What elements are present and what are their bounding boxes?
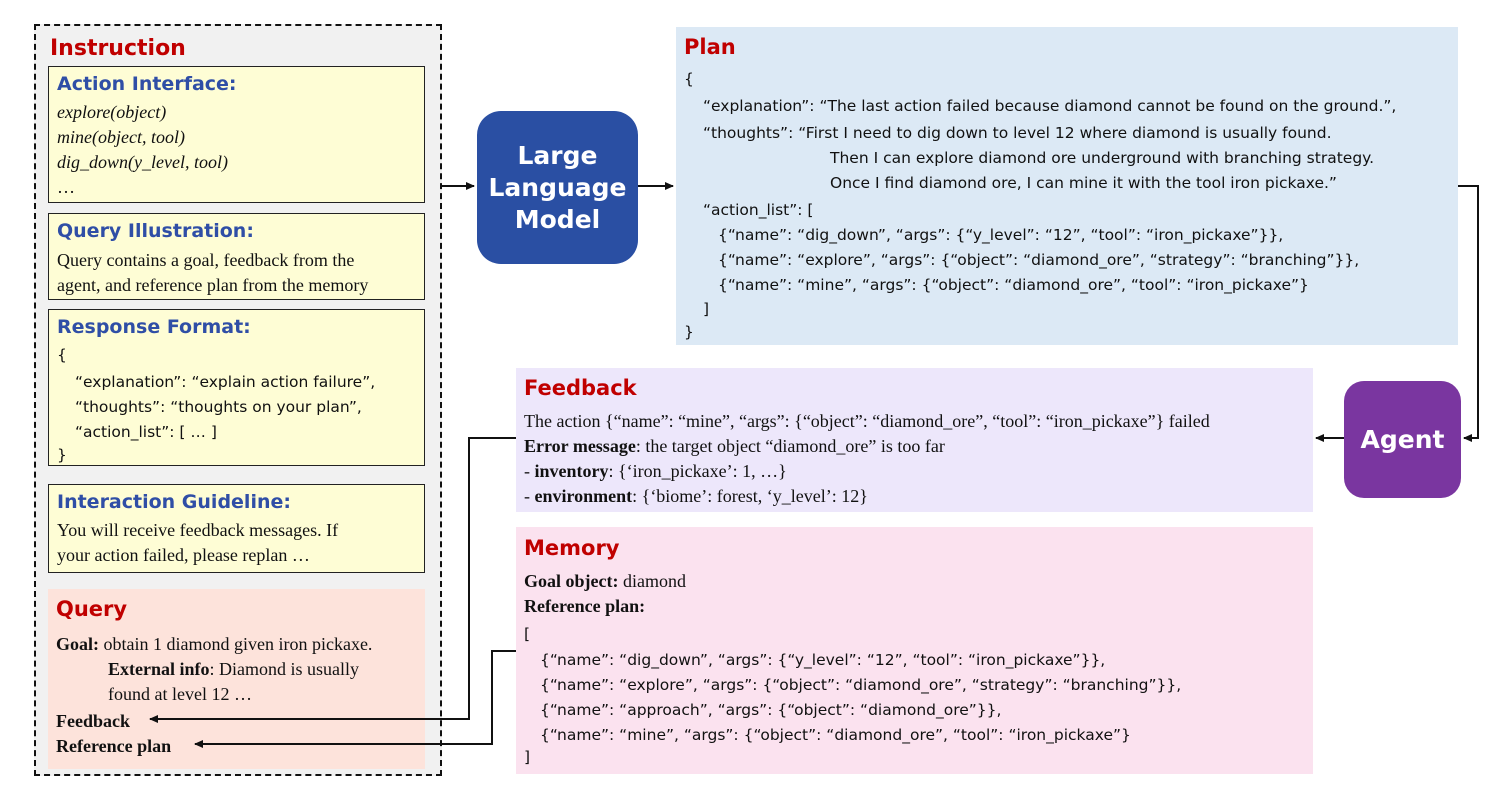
- query-box: [48, 589, 425, 769]
- plan-line: ]: [703, 300, 710, 318]
- feedback-inventory-prefix: -: [524, 461, 535, 481]
- action-interface-title: Action Interface:: [57, 73, 237, 95]
- feedback-error-line: Error message: the target object “diamon…: [524, 434, 945, 459]
- action-interface-box: Action Interface: explore(object) mine(o…: [48, 66, 425, 203]
- query-feedback-label: Feedback: [56, 711, 130, 731]
- query-external-info: External info: Diamond is usually: [108, 657, 418, 682]
- query-reference-plan-label: Reference plan: [56, 736, 172, 756]
- feedback-inventory-label: inventory: [534, 461, 609, 481]
- arrow-memory-to-query: [194, 650, 516, 748]
- response-format-line: }: [57, 446, 67, 464]
- plan-line: Once I find diamond ore, I can mine it w…: [830, 174, 1337, 192]
- interaction-guideline-line: You will receive feedback messages. If: [57, 520, 339, 540]
- response-format-line: “explanation”: “explain action failure”,: [75, 373, 376, 391]
- feedback-environment-line: - environment: {‘biome’: forest, ‘y_leve…: [524, 484, 868, 509]
- query-illustration-title: Query Illustration:: [57, 220, 254, 242]
- query-goal-label: Goal:: [56, 634, 99, 654]
- memory-line: {“name”: “approach”, “args”: {“object”: …: [540, 701, 1002, 719]
- query-illustration-line: Query contains a goal, feedback from the: [57, 250, 355, 270]
- response-format-title: Response Format:: [57, 316, 251, 338]
- instruction-title: Instruction: [50, 36, 186, 61]
- query-illustration-line: agent, and reference plan from the memor…: [57, 275, 369, 295]
- feedback-inventory-text: : {‘iron_pickaxe’: 1, …}: [608, 461, 787, 481]
- memory-line: {“name”: “mine”, “args”: {“object”: “dia…: [540, 726, 1131, 744]
- memory-line: {“name”: “dig_down”, “args”: {“y_level”:…: [540, 651, 1106, 669]
- action-interface-line: explore(object): [57, 102, 167, 122]
- feedback-action-line: The action {“name”: “mine”, “args”: {“ob…: [524, 411, 1210, 431]
- feedback-box: [516, 368, 1313, 512]
- memory-goal-line: Goal object: diamond: [524, 569, 686, 594]
- plan-line: Then I can explore diamond ore undergrou…: [830, 149, 1375, 167]
- memory-goal-text: diamond: [618, 571, 686, 591]
- plan-line: }: [684, 323, 694, 341]
- memory-line: ]: [524, 748, 531, 766]
- plan-line: “explanation”: “The last action failed b…: [703, 97, 1397, 115]
- llm-block: Large Language Model: [477, 111, 638, 264]
- interaction-guideline-box: Interaction Guideline: You will receive …: [48, 484, 425, 573]
- feedback-inventory-line: - inventory: {‘iron_pickaxe’: 1, …}: [524, 459, 787, 484]
- query-title: Query: [56, 597, 128, 621]
- feedback-environment-text: : {‘biome’: forest, ‘y_level’: 12}: [632, 486, 868, 506]
- response-format-line: “action_list”: [ … ]: [75, 423, 217, 441]
- memory-line: [: [524, 625, 531, 643]
- response-format-box: Response Format: { “explanation”: “expla…: [48, 309, 425, 466]
- plan-box: [676, 27, 1458, 345]
- feedback-title: Feedback: [524, 376, 637, 400]
- response-format-line: {: [57, 346, 67, 364]
- llm-label-line: Model: [514, 204, 601, 234]
- plan-line: “action_list”: [: [703, 201, 814, 219]
- memory-title: Memory: [524, 536, 620, 560]
- interaction-guideline-title: Interaction Guideline:: [57, 491, 291, 513]
- interaction-guideline-line: your action failed, please replan …: [57, 545, 310, 565]
- action-interface-line: mine(object, tool): [57, 127, 185, 147]
- plan-title: Plan: [684, 35, 736, 59]
- query-external-text-2: found at level 12 …: [108, 684, 252, 704]
- query-external-label: External info: [108, 659, 210, 679]
- memory-line: {“name”: “explore”, “args”: {“object”: “…: [540, 676, 1182, 694]
- feedback-environment-label: environment: [534, 486, 633, 506]
- query-illustration-box: Query Illustration: Query contains a goa…: [48, 213, 425, 300]
- memory-goal-label: Goal object:: [524, 571, 619, 591]
- plan-line: {“name”: “mine”, “args”: {“object”: “dia…: [718, 276, 1309, 294]
- memory-reference-label: Reference plan:: [524, 596, 646, 616]
- response-format-line: “thoughts”: “thoughts on your plan”,: [75, 398, 362, 416]
- plan-line: “thoughts”: “First I need to dig down to…: [703, 124, 1332, 142]
- action-interface-line: dig_down(y_level, tool): [57, 152, 228, 172]
- llm-label-line: Large: [517, 140, 598, 170]
- arrow-plan-to-agent: [1458, 185, 1479, 442]
- feedback-error-label: Error message: [524, 436, 636, 456]
- arrow-feedback-to-query: [149, 437, 516, 723]
- llm-label-line: Language: [488, 172, 627, 202]
- query-goal: Goal: obtain 1 diamond given iron pickax…: [56, 632, 416, 657]
- query-goal-text: obtain 1 diamond given iron pickaxe.: [99, 634, 373, 654]
- feedback-error-text: : the target object “diamond_ore” is too…: [635, 436, 945, 456]
- action-interface-line: …: [57, 177, 75, 197]
- plan-line: {“name”: “dig_down”, “args”: {“y_level”:…: [718, 226, 1284, 244]
- plan-line: {: [684, 70, 694, 88]
- plan-line: {“name”: “explore”, “args”: {“object”: “…: [718, 251, 1360, 269]
- query-external-text: : Diamond is usually: [209, 659, 360, 679]
- agent-block: Agent: [1344, 381, 1461, 498]
- feedback-environment-prefix: -: [524, 486, 535, 506]
- memory-box: [516, 527, 1313, 774]
